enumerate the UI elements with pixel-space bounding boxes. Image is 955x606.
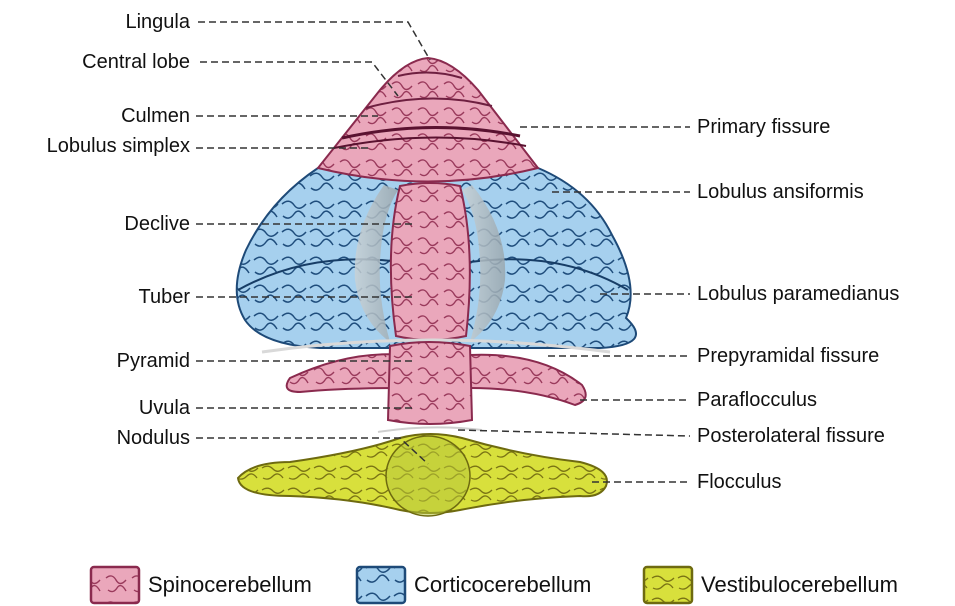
anterior-lobe (318, 58, 538, 182)
label-nodulus: Nodulus (117, 426, 190, 450)
label-flocculus: Flocculus (697, 470, 781, 494)
label-central-lobe: Central lobe (82, 50, 190, 74)
label-pyramid: Pyramid (117, 349, 190, 373)
leader-central-lobe (200, 62, 398, 96)
label-posterolateral-fissure: Posterolateral fissure (697, 424, 885, 448)
label-primary-fissure: Primary fissure (697, 115, 830, 139)
label-uvula: Uvula (139, 396, 190, 420)
label-lingula: Lingula (125, 10, 190, 34)
nodulus (386, 436, 470, 516)
legend-label-corticocerebellum: Corticocerebellum (414, 572, 591, 598)
label-paraflocculus: Paraflocculus (697, 388, 817, 412)
label-prepyramidal-fissure: Prepyramidal fissure (697, 344, 879, 368)
vermis-declive-tuber (391, 183, 470, 340)
label-lobulus-ansiformis: Lobulus ansiformis (697, 180, 864, 204)
pyramid-uvula (388, 342, 472, 424)
legend-swatch-vestibulocerebellum (644, 567, 692, 603)
legend-swatch-corticocerebellum (357, 567, 405, 603)
label-tuber: Tuber (138, 285, 190, 309)
legend-swatch-spinocerebellum (91, 567, 139, 603)
posterolateral-fissure-curve (378, 427, 482, 432)
label-declive: Declive (124, 212, 190, 236)
legend-label-vestibulocerebellum: Vestibulocerebellum (701, 572, 898, 598)
label-lobulus-simplex: Lobulus simplex (47, 134, 190, 158)
label-culmen: Culmen (121, 104, 190, 128)
legend-label-spinocerebellum: Spinocerebellum (148, 572, 312, 598)
leader-lingula (198, 22, 430, 60)
leader-posterolateral-fissure (458, 430, 690, 436)
label-lobulus-paramedianus: Lobulus paramedianus (697, 282, 899, 306)
